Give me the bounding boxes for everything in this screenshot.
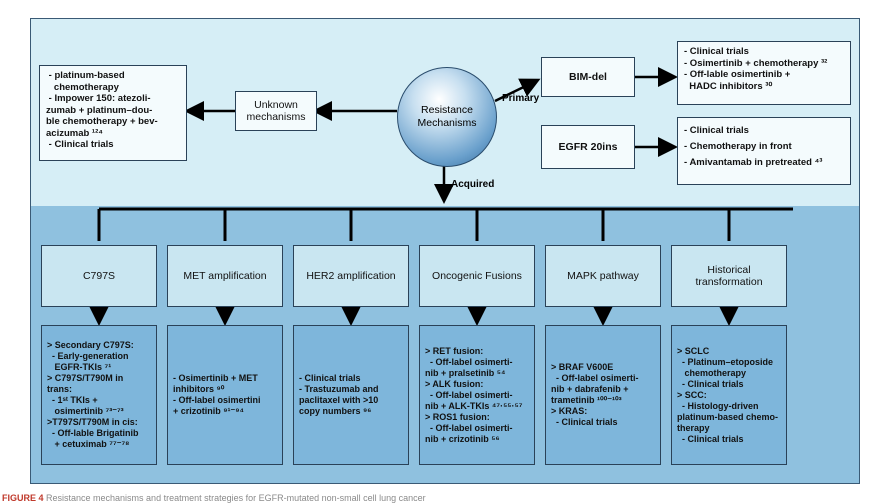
detail-line: osimertinib ⁷³⁻⁷³ (47, 406, 124, 416)
primary-label: Primary (502, 93, 540, 104)
detail-line: - Histology-driven (677, 400, 759, 411)
bim-del-label: BIM-del (569, 70, 607, 83)
detail-line: > ROS1 fusion: (425, 411, 490, 422)
category-box: C797S (41, 245, 157, 307)
treatment-line: - Osimertinib + chemotherapy ³² (684, 57, 828, 69)
detail-line: - Clinical trials (677, 433, 744, 444)
detail-line: nib + crizotinib ⁵⁶ (425, 433, 500, 444)
detail-line: - Clinical trials (677, 378, 744, 389)
category-label: Historical transformation (695, 263, 763, 289)
category-detail-box: > RET fusion: - Off-label osimerti-nib +… (419, 325, 535, 465)
caption-text: Resistance mechanisms and treatment stra… (43, 493, 426, 503)
treatment-line: - Off-lable osimertinib + (684, 69, 791, 80)
detail-line: > SCLC (677, 345, 710, 356)
treatment-line: zumab + platinum–dou- (46, 104, 153, 116)
category-box: HER2 amplification (293, 245, 409, 307)
detail-line: - Off-label osimerti- (425, 356, 513, 367)
category-label: C797S (82, 269, 116, 282)
treatment-line: - Clinical trials (46, 139, 114, 150)
detail-line: > C797S/T790M in (47, 373, 124, 383)
detail-line: trans: (47, 384, 73, 394)
category-label: HER2 amplification (306, 269, 396, 282)
detail-line: - Osimertinib + MET (173, 373, 258, 383)
category-label: Oncogenic Fusions (432, 269, 522, 282)
category-drops (97, 209, 731, 241)
acquired-label: Acquired (451, 179, 495, 190)
detail-line: inhibitors ⁹⁰ (173, 384, 225, 394)
detail-line: + cetuximab ⁷⁷⁻⁷⁸ (47, 439, 130, 449)
detail-line: - Clinical trials (299, 373, 361, 383)
egfr-20ins-box: EGFR 20ins (541, 125, 635, 169)
center-line2: Mechanisms (417, 117, 477, 129)
center-line1: Resistance (421, 104, 473, 116)
egfr-20ins-treatment-box: - Clinical trials - Chemotherapy in front… (677, 117, 851, 185)
category-box: Oncogenic Fusions (419, 245, 535, 307)
detail-line: - Off-label osimertini (173, 395, 261, 405)
category-label: MET amplification (183, 269, 267, 282)
detail-line: - Off-label osimerti- (551, 373, 639, 383)
treatment-line: acizumab ¹²⁴ (46, 127, 103, 139)
detail-line: nib + ALK-TKIs ⁴⁷·⁵⁵·⁵⁷ (425, 400, 523, 411)
arrow-primary (494, 78, 541, 103)
detail-line: > SCC: (677, 389, 707, 400)
treatment-line: HADC inhibitors ³⁰ (684, 80, 773, 92)
detail-line: chemotherapy (677, 367, 747, 378)
detail-line: nib + pralsetinib ⁵⁴ (425, 367, 506, 378)
detail-line: - Platinum–etoposide (677, 356, 774, 367)
detail-line: nib + dabrafenib + (551, 384, 629, 394)
detail-line: - Early-generation (47, 351, 129, 361)
detail-line: therapy (677, 422, 710, 433)
detail-line: + crizotinib ⁹¹⁻⁹⁴ (173, 406, 244, 416)
unknown-line2: mechanisms (246, 111, 306, 123)
treatment-line: - Amivantamab in pretreated ⁴³ (684, 157, 823, 168)
detail-line: - Trastuzumab and (299, 384, 379, 394)
treatment-line: - Clinical trials (684, 125, 749, 136)
detail-line: trametinib ¹⁰⁰⁻¹⁰³ (551, 395, 622, 405)
category-detail-box: > Secondary C797S: - Early-generation EG… (41, 325, 157, 465)
detail-line: EGFR-TKIs ⁷¹ (47, 362, 112, 372)
treatment-line: - Clinical trials (684, 46, 749, 57)
connector-arrows (89, 67, 793, 326)
unknown-mechanisms-box: Unknown mechanisms (235, 91, 317, 131)
category-box: MAPK pathway (545, 245, 661, 307)
detail-line: - Off-label osimerti- (425, 422, 513, 433)
treatment-line: - platinum-based (46, 70, 125, 81)
resistance-mechanisms-node: Resistance Mechanisms (397, 67, 497, 167)
detail-line: >T797S/T790M in cis: (47, 417, 138, 427)
egfr-20ins-label: EGFR 20ins (558, 140, 618, 153)
unknown-line1: Unknown (254, 98, 298, 111)
unknown-treatment-box: - platinum-based chemotherapy - Impower … (39, 65, 187, 161)
category-detail-box: > BRAF V600E - Off-label osimerti-nib + … (545, 325, 661, 465)
detail-line: > BRAF V600E (551, 362, 614, 372)
figure-caption: FIGURE 4 Resistance mechanisms and treat… (0, 492, 877, 504)
category-subarrows (89, 306, 739, 326)
detail-line: - 1ˢᵗ TKIs + (47, 395, 98, 405)
detail-line: > Secondary C797S: (47, 340, 134, 350)
bim-del-treatment-box: - Clinical trials- Osimertinib + chemoth… (677, 41, 851, 105)
figure-frame: - platinum-based chemotherapy - Impower … (30, 18, 860, 484)
detail-line: - Off-label osimerti- (425, 389, 513, 400)
treatment-line: chemotherapy (46, 81, 119, 93)
detail-line: - Clinical trials (551, 417, 618, 427)
category-box: MET amplification (167, 245, 283, 307)
category-box: Historical transformation (671, 245, 787, 307)
detail-line: > RET fusion: (425, 345, 484, 356)
caption-bold: FIGURE 4 (2, 493, 44, 503)
detail-line: > ALK fusion: (425, 378, 484, 389)
detail-line: - Off-lable Brigatinib (47, 428, 139, 438)
bim-del-box: BIM-del (541, 57, 635, 97)
detail-line: > KRAS: (551, 406, 588, 416)
detail-line: platinum-based chemo- (677, 411, 779, 422)
category-label: MAPK pathway (567, 269, 639, 282)
detail-line: copy numbers ⁹⁶ (299, 406, 372, 416)
treatment-line: ble chemotherapy + bev- (46, 116, 158, 127)
treatment-line: - Impower 150: atezoli- (46, 93, 151, 104)
detail-line: paclitaxel with >10 (299, 395, 379, 405)
treatment-line: - Chemotherapy in front (684, 141, 792, 152)
category-detail-box: > SCLC - Platinum–etoposide chemotherapy… (671, 325, 787, 465)
